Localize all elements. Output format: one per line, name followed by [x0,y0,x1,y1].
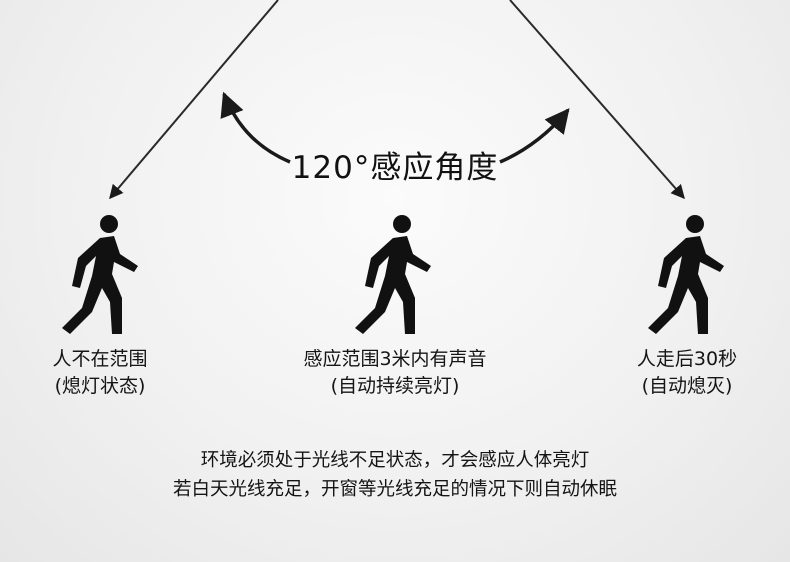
sensing-angle-label: 120°感应角度 [291,150,499,186]
usage-note-line-1: 环境必须处于光线不足状态，才会感应人体亮灯 [200,450,590,471]
walking-person-icon [62,215,138,334]
walking-person-icon [355,215,431,334]
zone-caption-left: 人不在范围 (熄灯状态) [20,346,180,400]
right-angle-arrow [499,108,570,164]
zone-center-status: 感应范围3米内有声音 [303,348,487,370]
zone-right-status: 人走后30秒 [636,348,738,370]
usage-note-line-2: 若白天光线充足，开窗等光线充足的情况下则自动休眠 [172,479,617,500]
zone-caption-center: 感应范围3米内有声音 (自动持续亮灯) [245,346,545,400]
zone-left-detail: (熄灯状态) [54,375,146,397]
zone-right-detail: (自动熄灭) [641,375,733,397]
left-angle-arrow [220,91,291,164]
walking-person-icon [648,215,724,334]
left-boundary-line [109,0,279,200]
usage-note: 环境必须处于光线不足状态，才会感应人体亮灯 若白天光线充足，开窗等光线充足的情况… [0,446,790,504]
zone-center-detail: (自动持续亮灯) [330,375,460,397]
zone-left-status: 人不在范围 [52,348,148,370]
zone-caption-right: 人走后30秒 (自动熄灭) [612,346,762,400]
right-boundary-line [509,0,685,200]
